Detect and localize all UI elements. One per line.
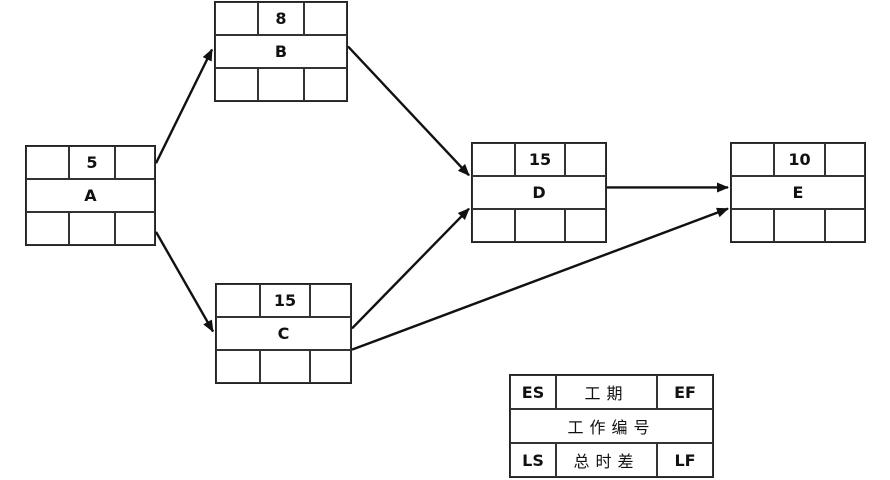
legend-es: ES	[510, 375, 556, 409]
legend-ls: LS	[510, 443, 556, 477]
node-c-lf	[310, 350, 351, 383]
legend-total-float: 总时差	[556, 443, 657, 477]
node-b-total-float	[258, 68, 304, 101]
node-d-ef	[565, 143, 606, 176]
node-c-ls	[216, 350, 260, 383]
node-e-es	[731, 143, 774, 176]
node-c-label: C	[216, 317, 351, 350]
node-c-ef	[310, 284, 351, 317]
node-a-lf	[115, 212, 155, 245]
edge-c-to-d	[351, 207, 470, 330]
node-d-total-float	[515, 209, 565, 242]
node-e-ls	[731, 209, 774, 242]
node-e: 10 E	[730, 142, 866, 243]
legend-lf: LF	[657, 443, 713, 477]
node-b-ls	[215, 68, 258, 101]
node-a-ls	[26, 212, 69, 245]
node-e-lf	[825, 209, 865, 242]
node-e-ef	[825, 143, 865, 176]
node-a-ef	[115, 146, 155, 179]
node-d-es	[472, 143, 515, 176]
legend-duration: 工期	[556, 375, 657, 409]
node-e-total-float	[774, 209, 825, 242]
node-e-duration: 10	[774, 143, 825, 176]
node-a-label: A	[26, 179, 155, 212]
legend-work-id: 工作编号	[510, 409, 713, 443]
node-b-duration: 8	[258, 2, 304, 35]
node-b-lf	[304, 68, 347, 101]
node-e-label: E	[731, 176, 865, 209]
node-d-label: D	[472, 176, 606, 209]
node-c-duration: 15	[260, 284, 310, 317]
node-c-total-float	[260, 350, 310, 383]
node-b-es	[215, 2, 258, 35]
node-b: 8 B	[214, 1, 348, 102]
node-d-lf	[565, 209, 606, 242]
node-a: 5 A	[25, 145, 156, 246]
node-b-ef	[304, 2, 347, 35]
node-b-label: B	[215, 35, 347, 68]
legend-ef: EF	[657, 375, 713, 409]
edge-c-to-e	[351, 207, 729, 351]
node-d-duration: 15	[515, 143, 565, 176]
node-c-es	[216, 284, 260, 317]
node-a-total-float	[69, 212, 115, 245]
edge-a-to-c	[154, 231, 215, 333]
node-a-duration: 5	[69, 146, 115, 179]
node-d-ls	[472, 209, 515, 242]
node-d: 15 D	[471, 142, 607, 243]
node-a-es	[26, 146, 69, 179]
legend-box: ES 工期 EF 工作编号 LS 总时差 LF	[509, 374, 714, 478]
edge-a-to-b	[154, 48, 214, 164]
edge-b-to-d	[347, 45, 470, 177]
node-c: 15 C	[215, 283, 352, 384]
